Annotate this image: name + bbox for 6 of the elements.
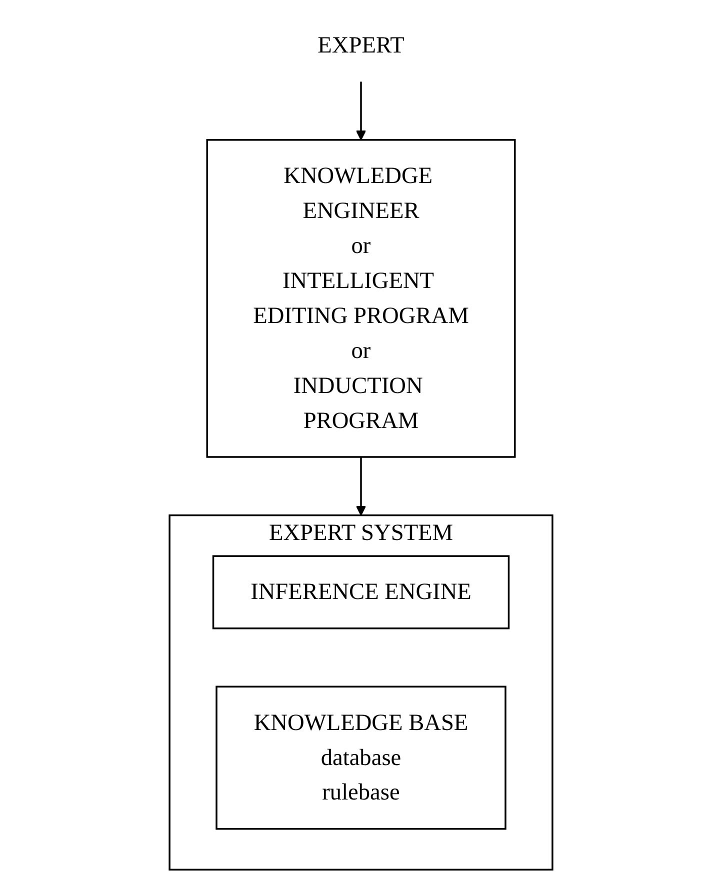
node-box: KNOWLEDGE ENGINEER or INTELLIGENT EDITING PROGRAM or INDUCTION PROGRAM: [206, 139, 516, 458]
node-text: EXPERT: [317, 32, 404, 58]
node-box: INFERENCE ENGINE: [212, 555, 510, 630]
arrow: [355, 82, 366, 140]
node-box: KNOWLEDGE BASE database rulebase: [215, 686, 506, 830]
arrow: [355, 456, 366, 516]
